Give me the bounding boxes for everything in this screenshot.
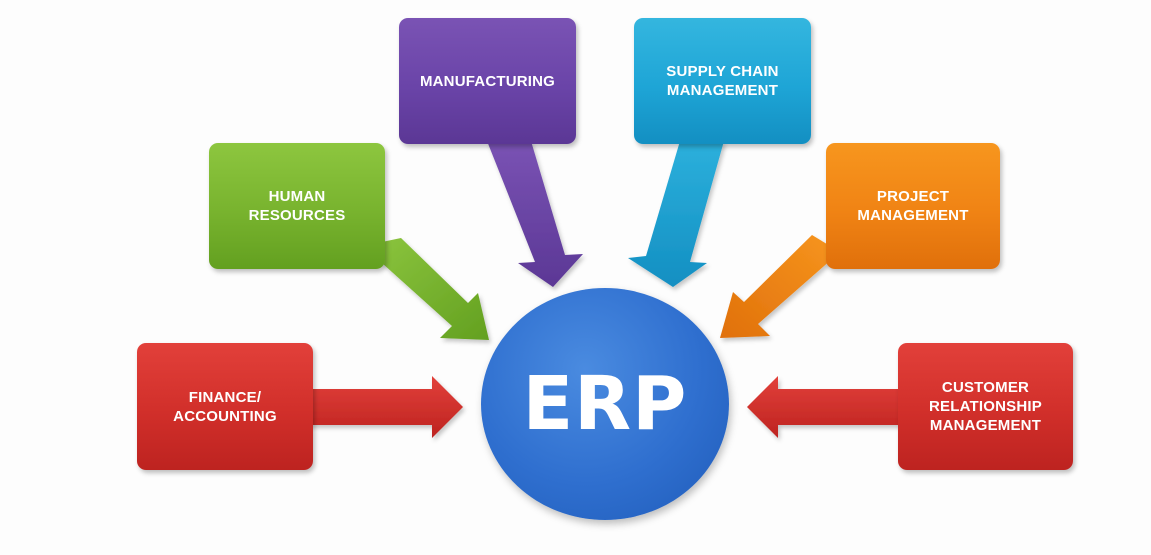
project-management-label: PROJECT MANAGEMENT: [857, 188, 969, 224]
erp-hub-label: ERP: [522, 361, 688, 447]
manufacturing-arrow: [487, 141, 583, 287]
project-management-box: PROJECT MANAGEMENT: [826, 143, 1000, 269]
manufacturing-box: MANUFACTURING: [399, 18, 576, 144]
crm-arrow: [747, 376, 902, 438]
supply-chain-management-box: SUPPLY CHAIN MANAGEMENT: [634, 18, 811, 144]
pm-arrow: [720, 235, 840, 338]
finance-accounting-box: FINANCE/ ACCOUNTING: [137, 343, 313, 470]
supply-chain-management-label: SUPPLY CHAIN MANAGEMENT: [666, 63, 779, 99]
finance-accounting-label: FINANCE/ ACCOUNTING: [173, 388, 277, 425]
customer-relationship-management-box: CUSTOMER RELATIONSHIP MANAGEMENT: [898, 343, 1073, 470]
manufacturing-label: MANUFACTURING: [419, 72, 556, 90]
human-resources-box: HUMAN RESOURCES: [209, 143, 385, 269]
hr-arrow: [363, 238, 489, 340]
customer-relationship-management-label: CUSTOMER RELATIONSHIP MANAGEMENT: [929, 379, 1042, 434]
human-resources-label: HUMAN RESOURCES: [248, 188, 346, 224]
scm-arrow: [628, 141, 724, 287]
finance-arrow: [308, 376, 463, 438]
erp-hub-circle: ERP: [481, 288, 729, 520]
